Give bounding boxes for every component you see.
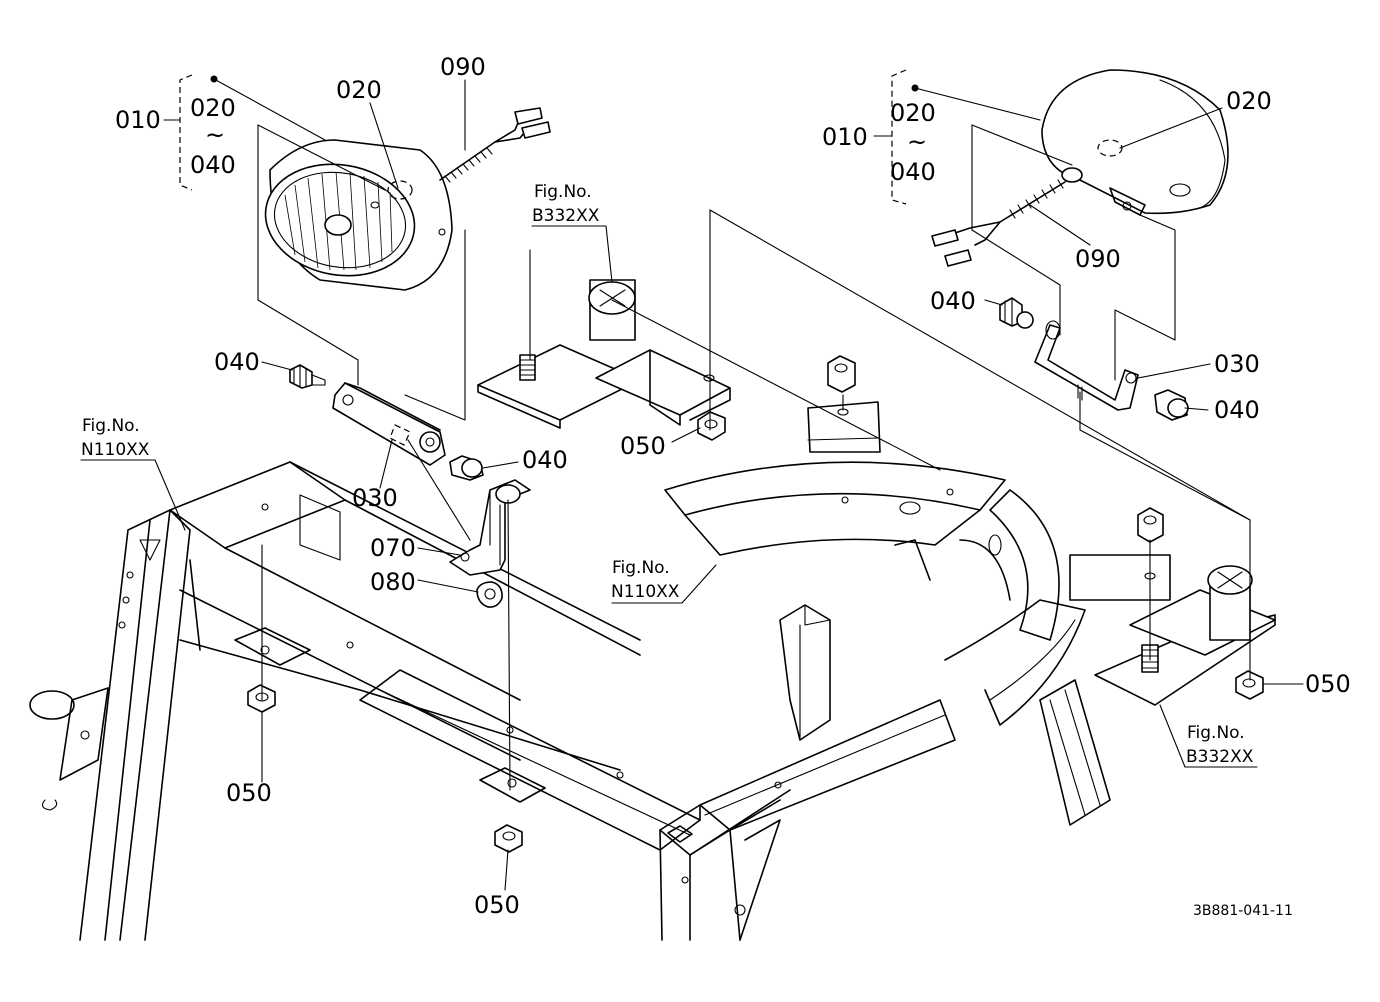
tractor-frame (29, 401, 1111, 941)
hex-nut-upper-right (1137, 507, 1164, 543)
figref-right-title: Fig.No. (1187, 723, 1245, 743)
figure-references: Fig.No. B332XX Fig.No. N110XX Fig.No. N1… (81, 182, 1254, 767)
label-080: 080 (370, 568, 416, 596)
bolt-040-b (449, 455, 484, 481)
tilde-right: ~ (907, 128, 927, 156)
label-020-right: 020 (1226, 87, 1272, 115)
label-030-right: 030 (1214, 350, 1260, 378)
label-010-right: 010 (822, 123, 868, 151)
nut-050-c (494, 824, 523, 853)
label-040-a: 040 (214, 348, 260, 376)
label-040-c: 040 (930, 287, 976, 315)
right-bracket-030 (1034, 320, 1139, 411)
hex-nut-upper-mid (827, 355, 856, 416)
figref-mid-title: Fig.No. (612, 558, 670, 578)
drawing-number: 3B881-041-11 (1193, 903, 1293, 919)
lower-right-bracket-plate (1069, 554, 1276, 706)
bolt-040-c (999, 297, 1034, 329)
leader-lines (80, 69, 1304, 891)
label-050-a: 050 (620, 432, 666, 460)
label-040-d: 040 (1214, 396, 1260, 424)
upper-bracket-plate (477, 279, 731, 429)
label-050-c: 050 (474, 891, 520, 919)
label-050-d: 050 (1305, 670, 1351, 698)
figref-top-title: Fig.No. (534, 182, 592, 202)
figref-right-code: B332XX (1186, 747, 1254, 767)
left-headlight (264, 107, 551, 291)
bolt-040-d (1154, 389, 1189, 421)
nut-080 (476, 581, 503, 608)
bolt-040-a (289, 364, 326, 389)
nut-050-a (697, 411, 726, 441)
left-bracket-030 (332, 382, 446, 466)
label-010-left: 010 (115, 106, 161, 134)
figref-mid-code: N110XX (611, 582, 680, 602)
label-040-left-range: 040 (190, 151, 236, 179)
nut-050-d (1235, 670, 1264, 700)
figref-left-title: Fig.No. (82, 416, 140, 436)
part-labels: 010 020 ~ 040 020 090 010 020 ~ 040 020 … (115, 53, 1351, 919)
figref-left-code: N110XX (81, 440, 150, 460)
label-030-left: 030 (352, 484, 398, 512)
label-090-left: 090 (440, 53, 486, 81)
stay-070 (449, 479, 531, 576)
assembly-lines (257, 124, 1251, 791)
right-headlight (931, 69, 1229, 267)
label-020-left-range: 020 (190, 94, 236, 122)
figref-top-code: B332XX (532, 206, 600, 226)
label-040-b: 040 (522, 446, 568, 474)
label-050-b: 050 (226, 779, 272, 807)
label-040-right-range: 040 (890, 158, 936, 186)
tilde-left: ~ (205, 121, 225, 149)
label-070: 070 (370, 534, 416, 562)
label-020-left: 020 (336, 76, 382, 104)
label-020-right-range: 020 (890, 99, 936, 127)
label-090-right: 090 (1075, 245, 1121, 273)
